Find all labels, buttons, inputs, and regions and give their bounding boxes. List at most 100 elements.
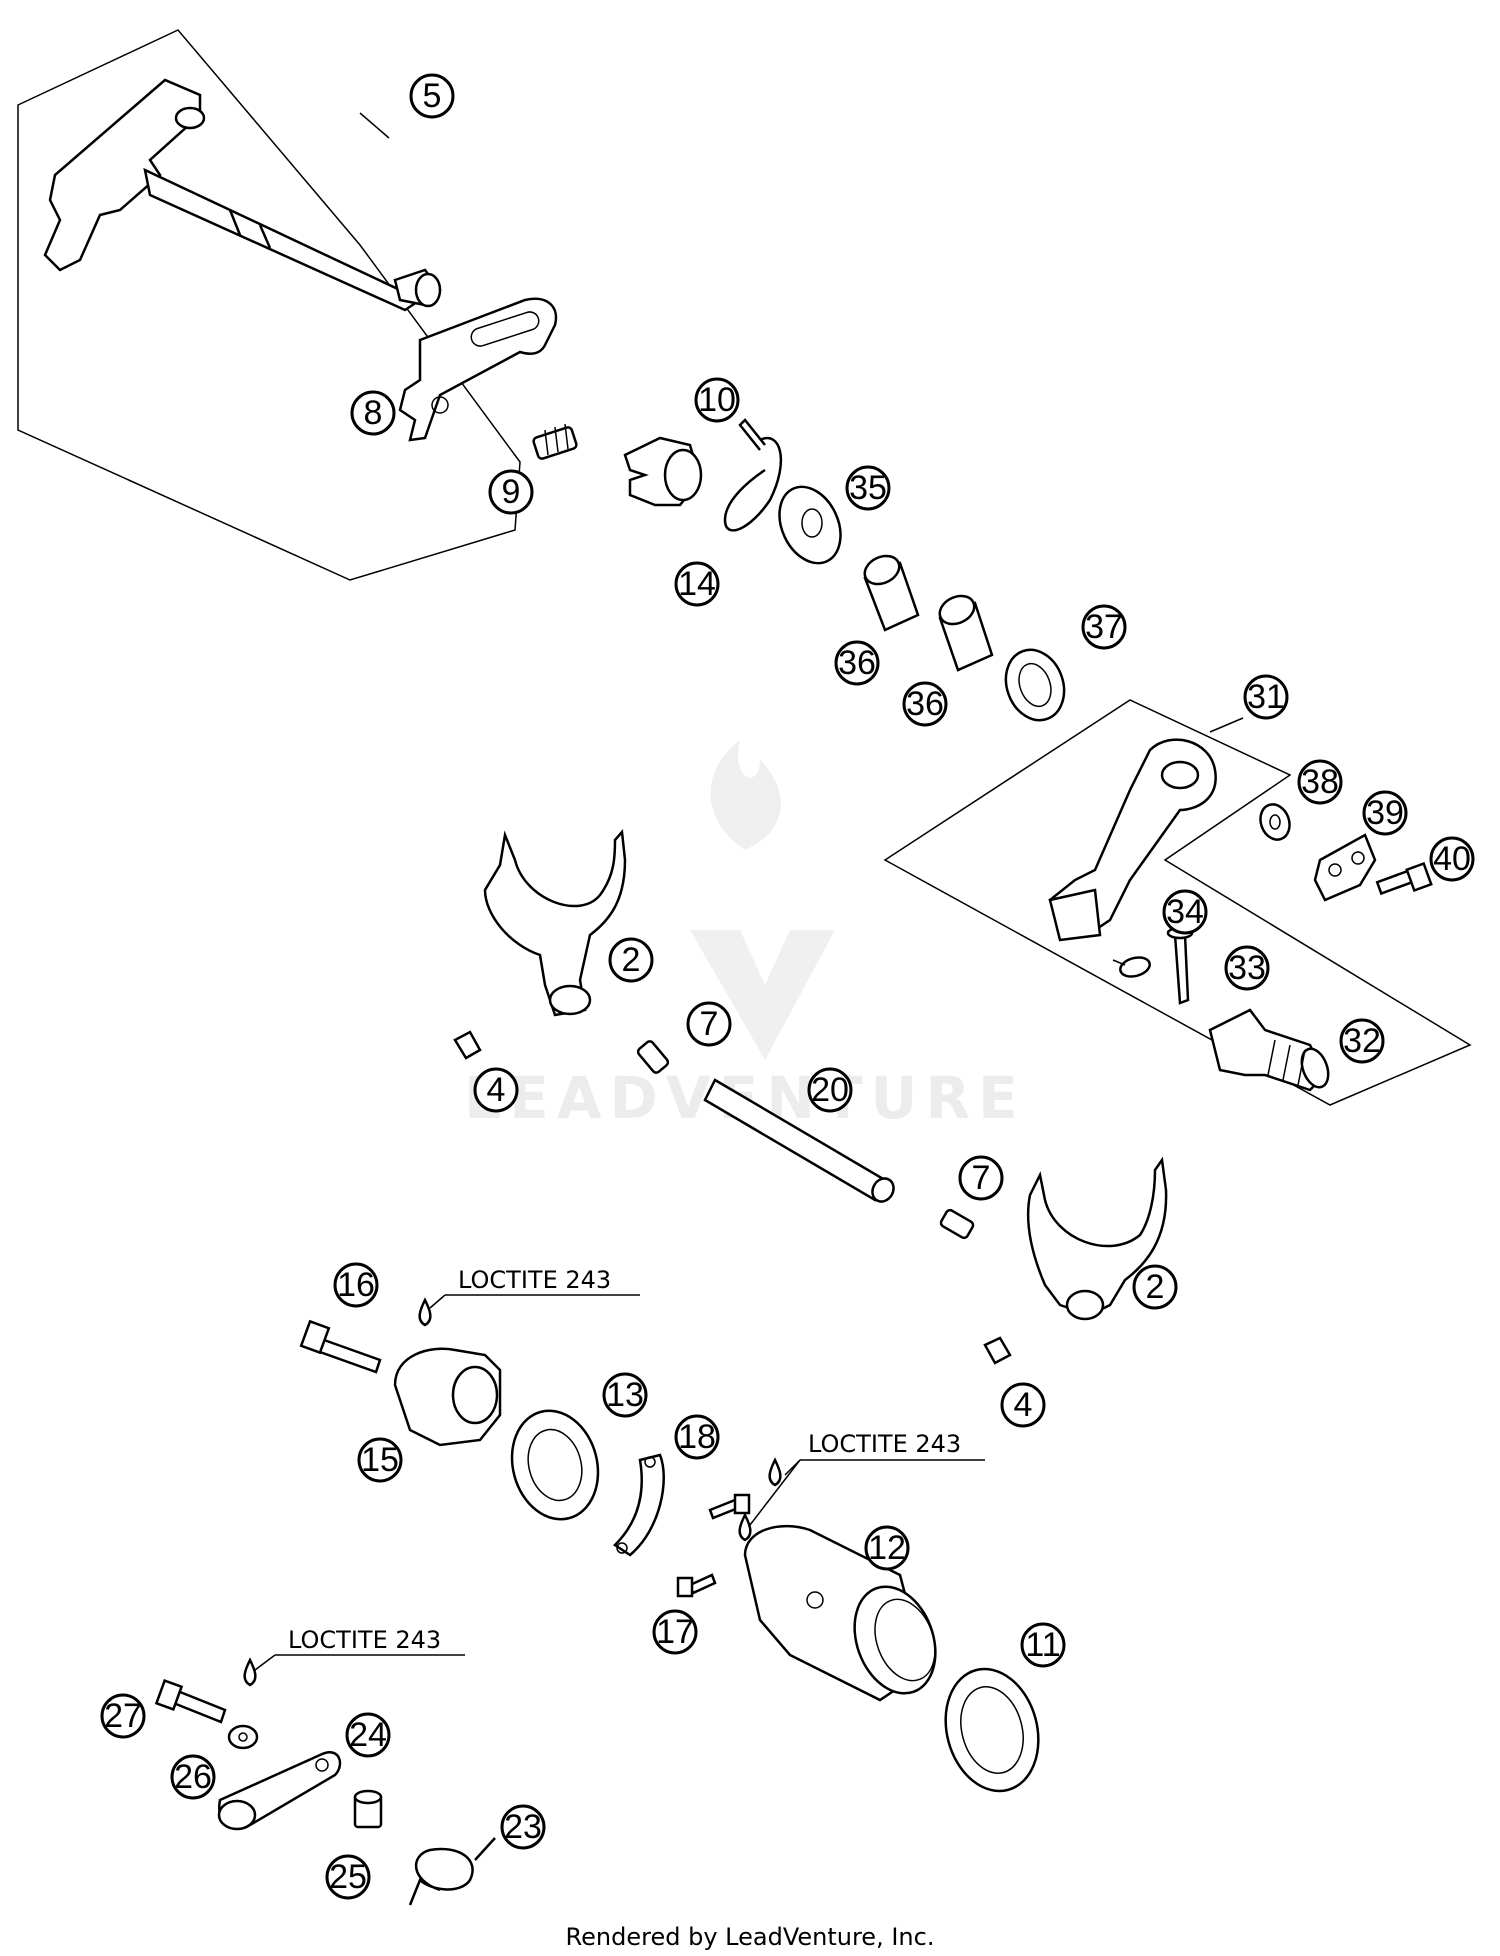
callout-18: 18 <box>674 1414 720 1460</box>
callout-31: 31 <box>1243 674 1289 720</box>
callout-group: 5 8 9 10 14 35 36 36 37 31 38 39 40 34 3… <box>100 73 1475 1900</box>
callout-36b-label: 36 <box>906 685 944 723</box>
shift-lever-part <box>1048 738 1217 942</box>
locking-lever-part <box>217 1751 342 1831</box>
callout-4a-label: 4 <box>487 1071 506 1109</box>
callout-34-label: 34 <box>1166 893 1204 931</box>
callout-14: 14 <box>674 561 720 607</box>
callout-5-label: 5 <box>423 77 442 115</box>
callout-14-label: 14 <box>678 565 716 603</box>
callout-40-label: 40 <box>1433 840 1471 878</box>
callout-8-label: 8 <box>364 394 383 432</box>
callout-26: 26 <box>170 1754 216 1800</box>
shift-drum-locating-part <box>393 1347 502 1447</box>
callout-39-label: 39 <box>1366 794 1404 832</box>
callout-8: 8 <box>350 390 396 436</box>
shift-plate-part <box>398 297 558 442</box>
screw-part <box>708 1493 751 1520</box>
callout-4b: 4 <box>1000 1382 1046 1428</box>
callout-33: 33 <box>1224 945 1270 991</box>
bushing-part <box>938 594 994 672</box>
watermark-flame-icon <box>710 740 781 850</box>
screw-part <box>154 1679 227 1724</box>
screw-part <box>676 1573 717 1598</box>
washer-small-part <box>1259 803 1291 841</box>
oil-seal-part <box>510 1409 600 1521</box>
callout-12-label: 12 <box>868 1529 906 1567</box>
loctite-note: LOCTITE 243 <box>288 1626 441 1654</box>
assembly-box-shift-lever <box>883 699 1472 1106</box>
callout-38: 38 <box>1297 759 1343 805</box>
callout-31-label: 31 <box>1247 678 1285 716</box>
loctite-drop-icon <box>243 1657 257 1687</box>
callout-17: 17 <box>652 1609 698 1655</box>
rubber-pad-part <box>1313 833 1377 902</box>
callout-9: 9 <box>488 469 534 515</box>
locking-plate-part <box>613 1453 665 1557</box>
callout-39: 39 <box>1362 790 1408 836</box>
pin-part <box>1166 926 1194 1005</box>
guide-pin-part <box>453 1030 482 1060</box>
callout-34: 34 <box>1162 889 1208 935</box>
spring-part <box>532 423 578 460</box>
seal-ring-part <box>1004 648 1066 722</box>
lever-spring-part <box>1112 956 1151 978</box>
fork-spring-part <box>636 1040 670 1074</box>
callout-40: 40 <box>1429 836 1475 882</box>
guide-pin-part <box>983 1336 1012 1365</box>
bushing-part <box>863 554 920 632</box>
callout-7a-label: 7 <box>700 1005 719 1043</box>
callout-37: 37 <box>1081 604 1127 650</box>
callout-25-label: 25 <box>329 1858 367 1896</box>
callout-2b: 2 <box>1132 1264 1178 1310</box>
bolt-part <box>1375 861 1433 896</box>
callout-4b-label: 4 <box>1014 1386 1033 1424</box>
callout-32: 32 <box>1339 1018 1385 1064</box>
callout-38-label: 38 <box>1301 763 1339 801</box>
callout-23: 23 <box>500 1804 546 1850</box>
callout-7b: 7 <box>958 1155 1004 1201</box>
callout-5: 5 <box>409 73 455 119</box>
torsion-spring-part <box>408 1837 496 1906</box>
oil-seal-part <box>944 1667 1040 1793</box>
loctite-drop-icon <box>418 1297 432 1327</box>
shift-shaft-part <box>43 78 442 312</box>
callout-2a-label: 2 <box>622 941 641 979</box>
loctite-note: LOCTITE 243 <box>458 1266 611 1294</box>
callout-2a: 2 <box>608 937 654 983</box>
shift-fork-part <box>1026 1156 1168 1321</box>
callout-7b-label: 7 <box>972 1159 991 1197</box>
callout-36a: 36 <box>834 640 880 686</box>
callout-7a: 7 <box>686 1001 732 1047</box>
callout-27-label: 27 <box>104 1697 142 1735</box>
callout-17-label: 17 <box>656 1613 694 1651</box>
loctite-note: LOCTITE 243 <box>808 1430 961 1458</box>
footpeg-part <box>1208 1008 1330 1092</box>
callout-13-label: 13 <box>606 1376 644 1414</box>
callout-10: 10 <box>694 377 740 423</box>
callout-26-label: 26 <box>174 1758 212 1796</box>
callout-24-label: 24 <box>349 1716 387 1754</box>
screw-part <box>299 1319 382 1374</box>
shift-drum-part <box>743 1525 937 1702</box>
callout-32-label: 32 <box>1343 1022 1381 1060</box>
callout-10-label: 10 <box>698 381 736 419</box>
bushing-part <box>353 1789 383 1829</box>
callout-9-label: 9 <box>502 473 521 511</box>
retaining-clip-part <box>723 418 783 532</box>
callout-13: 13 <box>602 1372 648 1418</box>
callout-15-label: 15 <box>361 1441 399 1479</box>
callout-11: 11 <box>1020 1622 1066 1668</box>
callout-27: 27 <box>100 1693 146 1739</box>
loctite-drop-icon <box>768 1457 782 1487</box>
callout-18-label: 18 <box>678 1418 716 1456</box>
callout-16: 16 <box>333 1262 379 1308</box>
callout-36a-label: 36 <box>838 644 876 682</box>
callout-23-label: 23 <box>504 1808 542 1846</box>
callout-11-label: 11 <box>1025 1626 1060 1664</box>
callout-37-label: 37 <box>1085 608 1123 646</box>
callout-35: 35 <box>845 465 891 511</box>
callout-16-label: 16 <box>337 1266 375 1304</box>
callout-12: 12 <box>864 1525 910 1571</box>
